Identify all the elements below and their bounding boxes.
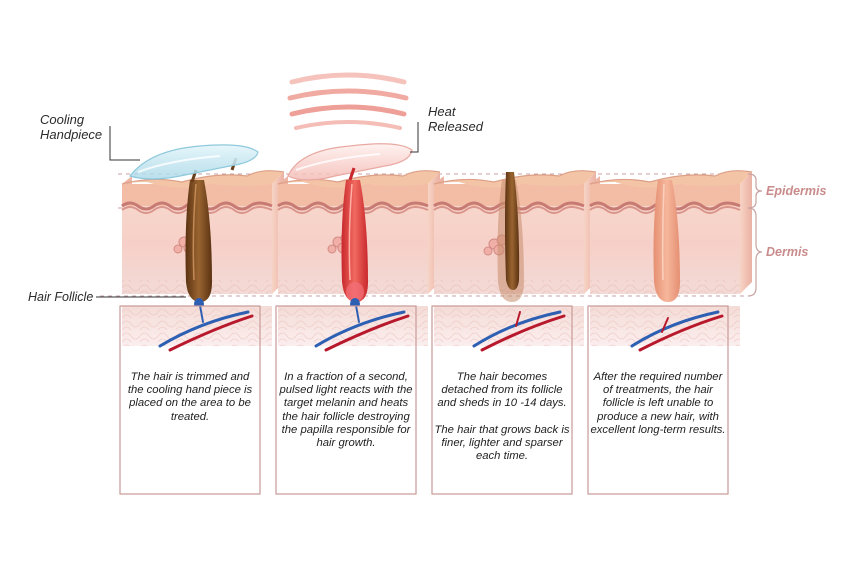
heat-wave-icon xyxy=(290,75,406,128)
cooling-handpiece-label-line-2: Handpiece xyxy=(40,127,102,142)
heat-released-label-line-2: Released xyxy=(428,119,483,134)
step-4-caption: After the required number of treatments,… xyxy=(590,371,726,437)
cooling-handpiece-label: Cooling Handpiece xyxy=(40,112,102,142)
heat-released-label: Heat Released xyxy=(428,104,483,134)
step-2-caption: In a fraction of a second, pulsed light … xyxy=(278,371,414,450)
epidermis-label: Epidermis xyxy=(766,184,826,199)
skin-block-step-2 xyxy=(278,171,440,310)
step-3-text-2: The hair that grows back is finer, light… xyxy=(434,424,570,464)
step-3-text-1: The hair becomes detached from its folli… xyxy=(434,371,570,411)
step-1-text: The hair is trimmed and the cooling hand… xyxy=(122,371,258,424)
step-4-text: After the required number of treatments,… xyxy=(590,371,726,437)
step-1-caption: The hair is trimmed and the cooling hand… xyxy=(122,371,258,424)
step-2-text: In a fraction of a second, pulsed light … xyxy=(278,371,414,450)
skin-block-step-3 xyxy=(434,171,596,302)
skin-block-step-1 xyxy=(122,171,284,310)
dermis-label: Dermis xyxy=(766,245,808,260)
hair-follicle-label: Hair Follicle xyxy=(28,290,93,305)
step-3-caption: The hair becomes detached from its folli… xyxy=(434,371,570,463)
heat-released-label-line-1: Heat xyxy=(428,104,483,119)
skin-block-step-4 xyxy=(590,171,752,302)
cooling-handpiece-label-line-1: Cooling xyxy=(40,112,102,127)
